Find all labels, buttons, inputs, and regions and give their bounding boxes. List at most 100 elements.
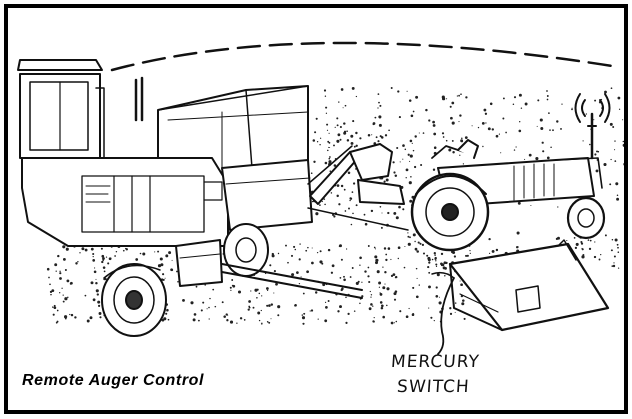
- speckle-dot: [388, 129, 390, 132]
- speckle-dot: [382, 315, 385, 319]
- speckle-dot: [291, 273, 295, 277]
- speckle-dot: [407, 242, 411, 246]
- speckle-dot: [352, 182, 356, 185]
- speckle-dot: [315, 212, 319, 216]
- speckle-dot: [165, 254, 169, 258]
- speckle-dot: [164, 277, 166, 279]
- speckle-dot: [616, 194, 619, 196]
- speckle-dot: [374, 248, 377, 250]
- speckle-dot: [560, 127, 562, 130]
- speckle-dot: [333, 216, 335, 218]
- speckle-dot: [537, 99, 540, 102]
- speckle-dot: [195, 285, 198, 288]
- speckle-dot: [65, 247, 69, 251]
- speckle-dot: [317, 318, 319, 320]
- speckle-dot: [380, 226, 383, 229]
- speckle-dot: [92, 259, 96, 262]
- speckle-dot: [381, 212, 383, 214]
- speckle-dot: [324, 95, 327, 97]
- speckle-dot: [410, 114, 414, 118]
- speckle-dot: [57, 254, 60, 258]
- speckle-dot: [460, 93, 462, 96]
- speckle-dot: [383, 247, 387, 250]
- speckle-dot: [484, 112, 488, 115]
- speckle-dot: [139, 252, 142, 255]
- speckle-dot: [378, 281, 382, 285]
- speckle-dot: [90, 281, 94, 285]
- speckle-dot: [338, 203, 341, 206]
- speckle-dot: [451, 139, 454, 142]
- speckle-dot: [371, 134, 373, 136]
- speckle-dot: [343, 278, 346, 282]
- speckle-dot: [395, 216, 399, 220]
- speckle-dot: [351, 267, 354, 269]
- speckle-dot: [488, 237, 491, 241]
- speckle-dot: [236, 322, 238, 324]
- speckle-dot: [257, 311, 261, 315]
- speckle-dot: [398, 116, 401, 119]
- speckle-dot: [61, 287, 63, 289]
- speckle-dot: [237, 290, 242, 294]
- speckle-dot: [431, 258, 434, 261]
- speckle-dot: [611, 238, 614, 241]
- speckle-dot: [566, 240, 568, 242]
- speckle-dot: [89, 316, 93, 320]
- speckle-dot: [380, 306, 384, 310]
- farm-illustration: [17, 41, 624, 355]
- speckle-dot: [416, 250, 419, 253]
- speckle-dot: [419, 242, 422, 245]
- speckle-dot: [442, 136, 445, 138]
- speckle-dot: [549, 129, 551, 131]
- speckle-dot: [99, 316, 102, 319]
- speckle-dot: [589, 143, 591, 146]
- speckle-dot: [165, 312, 168, 315]
- speckle-dot: [433, 320, 435, 322]
- speckle-dot: [355, 131, 358, 135]
- speckle-dot: [108, 257, 112, 261]
- speckle-dot: [372, 123, 375, 126]
- speckle-dot: [512, 103, 515, 106]
- speckle-dot: [97, 300, 101, 304]
- speckle-dot: [316, 141, 319, 143]
- speckle-dot: [326, 129, 329, 131]
- speckle-dot: [359, 302, 361, 305]
- speckle-dot: [540, 126, 544, 131]
- speckle-dot: [432, 168, 436, 171]
- speckle-dot: [393, 298, 397, 301]
- speckle-dot: [367, 133, 371, 137]
- speckle-dot: [397, 257, 399, 260]
- speckle-dot: [552, 129, 554, 132]
- speckle-dot: [372, 305, 374, 307]
- speckle-dot: [157, 264, 162, 268]
- speckle-dot: [390, 87, 393, 89]
- speckle-dot: [309, 310, 311, 312]
- speckle-dot: [266, 320, 269, 323]
- speckle-dot: [277, 252, 280, 255]
- speckle-dot: [339, 305, 342, 309]
- speckle-dot: [377, 140, 380, 143]
- speckle-dot: [614, 149, 616, 151]
- speckle-dot: [449, 307, 452, 310]
- speckle-dot: [449, 105, 452, 108]
- speckle-dot: [103, 270, 106, 273]
- speckle-dot: [340, 288, 343, 292]
- speckle-dot: [107, 262, 110, 265]
- speckle-dot: [495, 134, 499, 138]
- speckle-dot: [393, 171, 396, 174]
- speckle-dot: [327, 300, 330, 302]
- speckle-dot: [428, 307, 430, 309]
- speckle-dot: [345, 296, 347, 299]
- speckle-dot: [574, 246, 578, 250]
- speckle-dot: [409, 139, 413, 143]
- speckle-dot: [319, 260, 323, 264]
- speckle-dot: [438, 301, 442, 305]
- speckle-dot: [502, 117, 505, 120]
- speckle-dot: [367, 275, 370, 278]
- speckle-dot: [363, 213, 366, 216]
- speckle-dot: [256, 288, 259, 291]
- speckle-dot: [261, 295, 263, 297]
- speckle-dot: [611, 265, 614, 267]
- speckle-dot: [414, 135, 417, 138]
- speckle-dot: [336, 184, 340, 187]
- speckle-dot: [378, 123, 382, 127]
